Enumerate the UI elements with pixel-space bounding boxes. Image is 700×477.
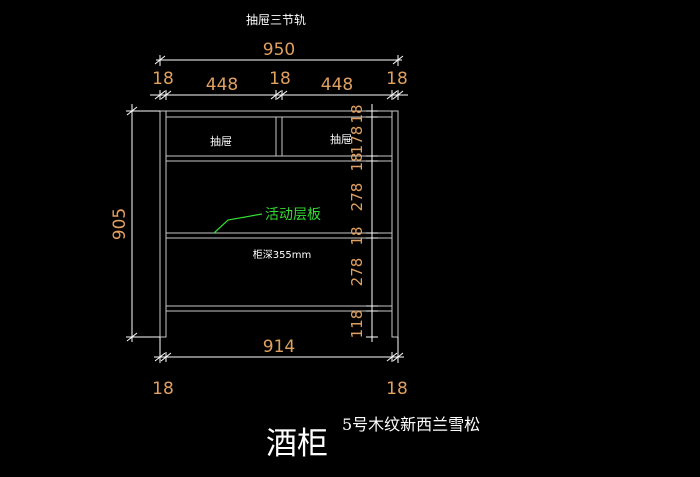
right-dim-2: 178 xyxy=(348,126,366,155)
bottom-inner-width-label: 914 xyxy=(263,337,295,357)
top-seg-2: 448 xyxy=(206,75,238,95)
overall-width-dimension xyxy=(154,55,404,66)
right-dim-7: 118 xyxy=(348,310,366,339)
top-seg-1: 18 xyxy=(152,69,174,89)
drawer-left-label: 抽屉 xyxy=(210,134,232,148)
top-seg-5: 18 xyxy=(386,69,408,89)
shelf-callout-label: 活动层板 xyxy=(265,207,321,223)
right-dim-3: 18 xyxy=(348,152,366,171)
right-dim-4: 278 xyxy=(348,183,366,212)
material-note: 5号木纹新西兰雪松 xyxy=(342,415,480,434)
shelf-callout-leader xyxy=(213,213,263,234)
right-dim-1: 18 xyxy=(348,104,366,123)
drawing-title: 酒柜 xyxy=(266,426,328,462)
right-dim-6: 278 xyxy=(348,258,366,287)
depth-note: 柜深355mm xyxy=(253,248,312,261)
top-seg-4: 448 xyxy=(321,75,353,95)
overall-height-dimension xyxy=(126,104,160,342)
cabinet-frame xyxy=(159,110,399,338)
bottom-right-label: 18 xyxy=(386,379,408,399)
overall-height-label: 905 xyxy=(110,208,130,240)
bottom-left-label: 18 xyxy=(152,379,174,399)
bottom-width-dimension xyxy=(154,337,404,363)
top-seg-3: 18 xyxy=(269,69,291,89)
overall-width-label: 950 xyxy=(263,40,295,60)
right-dim-5: 18 xyxy=(348,226,366,245)
drawer-right-label: 抽屉 xyxy=(330,132,352,146)
top-segments-dimension xyxy=(150,90,408,100)
top-note: 抽屉三节轨 xyxy=(246,13,306,27)
right-vertical-dimension xyxy=(366,104,378,342)
